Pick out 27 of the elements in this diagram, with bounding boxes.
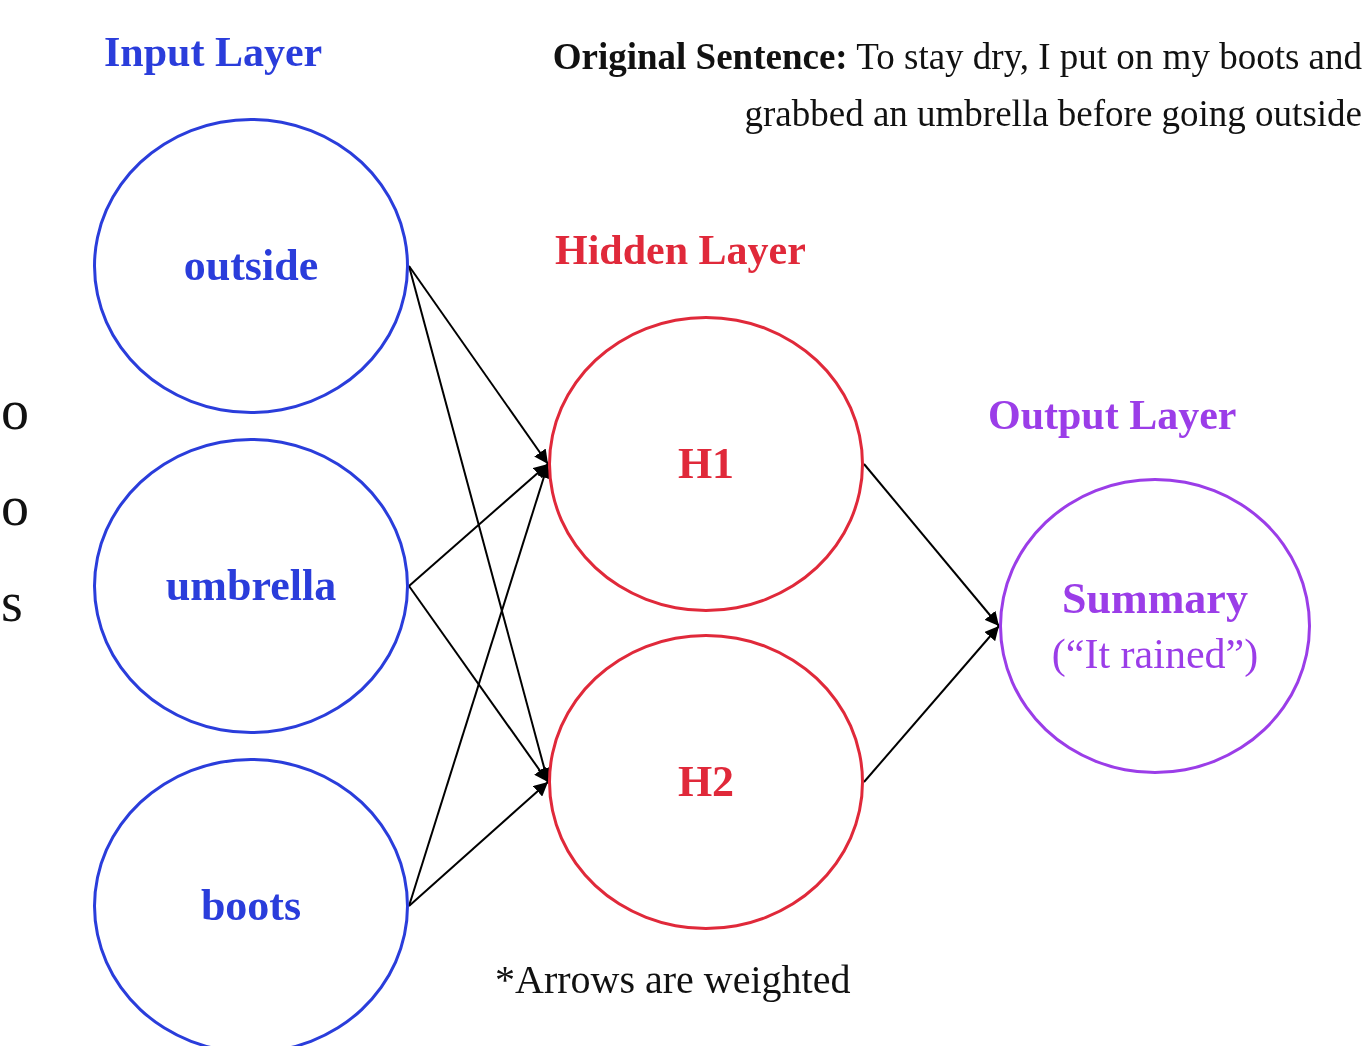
node-label: outside xyxy=(183,240,319,293)
clipped-text: s xyxy=(1,570,23,634)
node-label: umbrella xyxy=(165,560,337,613)
arrow xyxy=(408,781,549,907)
node-label: H2 xyxy=(677,756,735,809)
layer-heading: Input Layer xyxy=(104,28,323,76)
neuron-circle xyxy=(93,438,409,734)
neuron-circle xyxy=(548,316,864,612)
layer-heading: Output Layer xyxy=(988,391,1237,439)
arrow xyxy=(408,265,549,465)
node-label: boots xyxy=(200,880,302,933)
arrow xyxy=(408,585,549,783)
arrow xyxy=(863,463,1000,627)
neuron-circle xyxy=(999,478,1311,774)
neuron-circle xyxy=(93,758,409,1046)
node-sublabel: (“It rained”) xyxy=(1051,630,1259,680)
node-label: H1 xyxy=(677,438,735,491)
arrow xyxy=(408,463,549,587)
arrow xyxy=(863,625,1000,783)
neuron-circle xyxy=(93,118,409,414)
clipped-text: o xyxy=(1,378,29,442)
clipped-text: o xyxy=(1,474,29,538)
node-label: Summary xyxy=(1062,573,1248,626)
layer-heading: Hidden Layer xyxy=(555,226,806,274)
sentence-text: Original Sentence: To stay dry, I put on my boots and grabbed an umbrella before going outside xyxy=(551,35,1362,137)
neuron-circle xyxy=(548,634,864,930)
footnote: *Arrows are weighted xyxy=(495,956,851,1003)
